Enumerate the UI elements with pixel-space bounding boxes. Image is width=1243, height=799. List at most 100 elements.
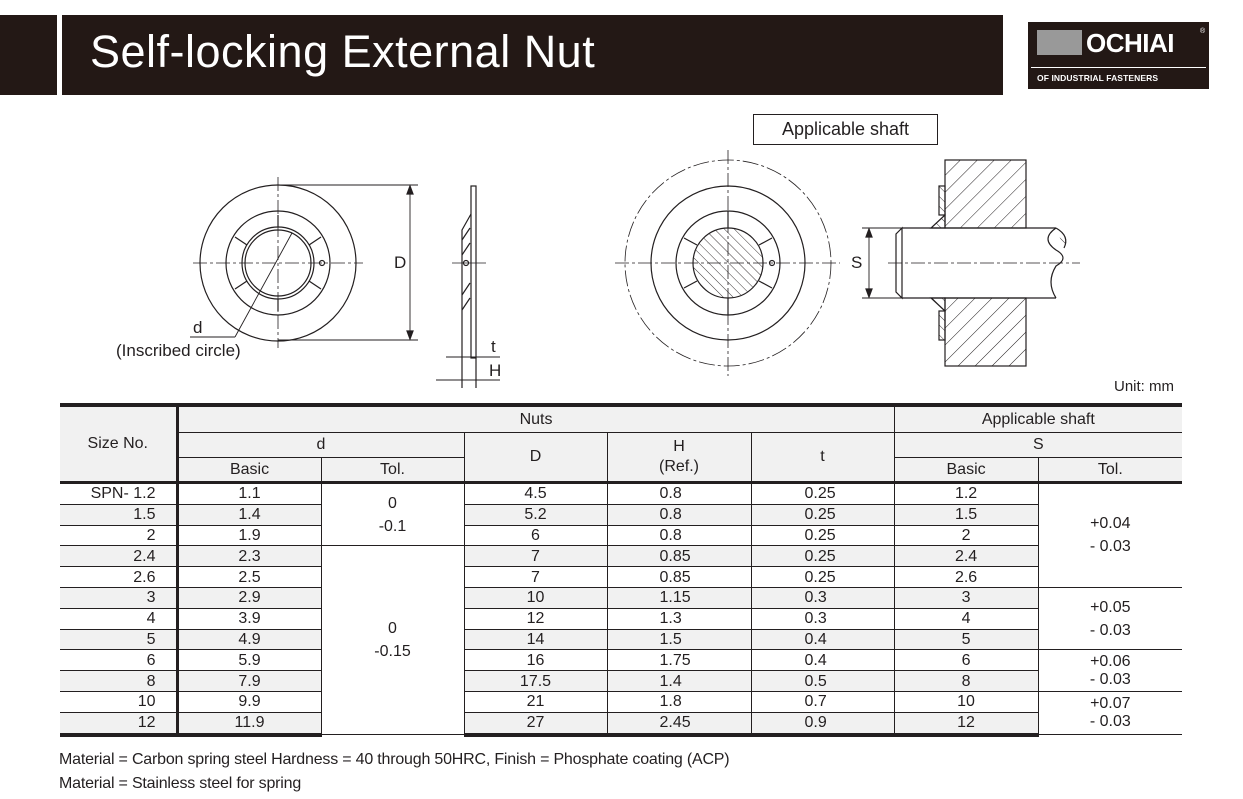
cell-S-basic: 2 [893,524,1039,547]
header-nuts: Nuts [176,403,895,433]
logo-grey-block [1037,30,1082,55]
dimension-label-D: D [394,253,407,272]
cell-D: 17.5 [463,670,608,692]
cell-size: 3 [60,586,179,609]
cell-d-basic: 1.9 [176,524,322,547]
cell-D: 10 [463,586,608,609]
cell-H: 0.85 [606,545,752,568]
cell-size: 8 [60,670,179,692]
ochiai-logo: OCHIAI ® OF INDUSTRIAL FASTENERS [1028,22,1209,89]
cell-size: SPN- 1.2 [60,482,179,505]
cell-d-tol-group-1: 0-0.1 [320,481,465,547]
cell-D: 6 [463,524,608,547]
cell-t: 0.4 [750,628,895,651]
material-note-carbon: Material = Carbon spring steel Hardness … [59,751,730,768]
cell-H: 1.8 [606,690,752,713]
logo-divider [1031,67,1206,68]
cell-S-tol-group-4: +0.07- 0.03 [1037,690,1183,736]
cell-H: 1.3 [606,607,752,630]
cell-H: 0.8 [606,524,752,547]
cell-S-basic: 2.6 [893,566,1039,588]
cell-S-basic: 3 [893,586,1039,609]
cell-t: 0.3 [750,607,895,630]
nut-front-view [190,177,418,348]
cell-H: 0.8 [606,482,752,505]
page-title: Self-locking External Nut [90,26,596,77]
cell-size: 6 [60,649,179,672]
cell-D: 14 [463,628,608,651]
table-row: 1.5 1.4 5.2 0.8 0.25 1.5 [60,503,1182,526]
cell-d-tol-group-2: 0-0.15 [320,545,465,736]
table-row: 3 2.9 10 1.15 0.3 3 +0.05- 0.03 [60,586,1183,651]
cell-size: 12 [60,711,179,737]
cell-t: 0.9 [750,711,895,737]
cell-S-basic: 10 [893,690,1039,713]
cell-D: 27 [463,711,608,737]
cell-d-basic: 4.9 [176,628,322,651]
cell-d-basic: 7.9 [176,670,322,692]
table-row: 2.4 2.3 0-0.15 7 0.85 0.25 2.4 [60,545,1182,736]
table-row: 6 5.9 16 1.75 0.4 6 +0.06- 0.03 [60,649,1183,692]
cell-d-basic: 11.9 [176,711,322,737]
cell-H: 1.75 [606,649,752,672]
cell-d-basic: 1.1 [176,482,322,505]
header-t: t [750,432,895,484]
dimension-label-t: t [491,337,496,356]
cell-size: 2 [60,524,179,547]
nut-side-view [436,185,500,388]
cell-size: 2.6 [60,566,179,588]
dimension-label-d: d [193,318,203,337]
cell-H: 1.4 [606,670,752,692]
header-H-symbol: H [673,438,685,455]
header-size-no: Size No. [60,403,179,484]
header-accent-block [0,15,57,95]
cell-size: 10 [60,690,179,713]
cell-size: 2.4 [60,545,179,568]
applicable-shaft-label-box: Applicable shaft [753,114,938,145]
cell-S-tol-group-3: +0.06- 0.03 [1037,649,1183,692]
cell-H: 1.5 [606,628,752,651]
logo-registered-mark: ® [1200,28,1206,35]
header-d-basic: Basic [177,457,322,484]
cell-S-basic: 6 [893,649,1039,672]
header-d: d [177,432,465,458]
cell-D: 16 [463,649,608,672]
cell-H: 0.8 [606,503,752,526]
table-row: 2.6 2.5 7 0.85 0.25 2.6 [60,566,1182,588]
cell-t: 0.25 [750,482,895,505]
cell-d-basic: 2.9 [176,586,322,609]
cell-d-basic: 9.9 [176,690,322,713]
dimension-label-H: H [489,361,502,380]
cell-S-tol-group-2: +0.05- 0.03 [1037,586,1183,651]
cell-S-basic: 1.5 [893,503,1039,526]
cell-t: 0.7 [750,690,895,713]
logo-wordmark: OCHIAI [1086,28,1175,58]
cell-D: 5.2 [463,503,608,526]
material-note-stainless: Material = Stainless steel for spring [59,775,302,792]
cell-t: 0.4 [750,649,895,672]
cell-size: 1.5 [60,503,179,526]
cell-D: 7 [463,566,608,588]
dimension-label-S: S [851,253,863,272]
cell-d-basic: 1.4 [176,503,322,526]
cell-d-basic: 3.9 [176,607,322,630]
cell-S-tol-group-1: +0.04- 0.03 [1037,482,1183,588]
cell-t: 0.25 [750,545,895,568]
header-H: H (Ref.) [606,432,752,484]
cell-S-basic: 1.2 [893,482,1039,505]
cell-D: 12 [463,607,608,630]
unit-label: Unit: mm [1114,378,1174,395]
cell-size: 5 [60,628,179,651]
cell-d-basic: 2.5 [176,566,322,588]
table-row: SPN- 1.2 1.1 0-0.1 4.5 0.8 0.25 1.2 +0.0… [60,481,1183,588]
header-d-tol: Tol. [320,457,465,484]
table-row: 8 7.9 17.5 1.4 0.5 8 [60,670,1182,692]
header-S: S [893,432,1183,458]
table-row: 10 9.9 21 1.8 0.7 10 +0.07- 0.03 [60,690,1183,736]
header-S-basic: Basic [893,457,1039,484]
cell-H: 0.85 [606,566,752,588]
table-row: 12 11.9 27 2.45 0.9 12 [60,711,1182,737]
table-row: 2 1.9 6 0.8 0.25 2 [60,524,1182,547]
logo-tagline: OF INDUSTRIAL FASTENERS [1037,73,1159,83]
cell-t: 0.25 [750,524,895,547]
